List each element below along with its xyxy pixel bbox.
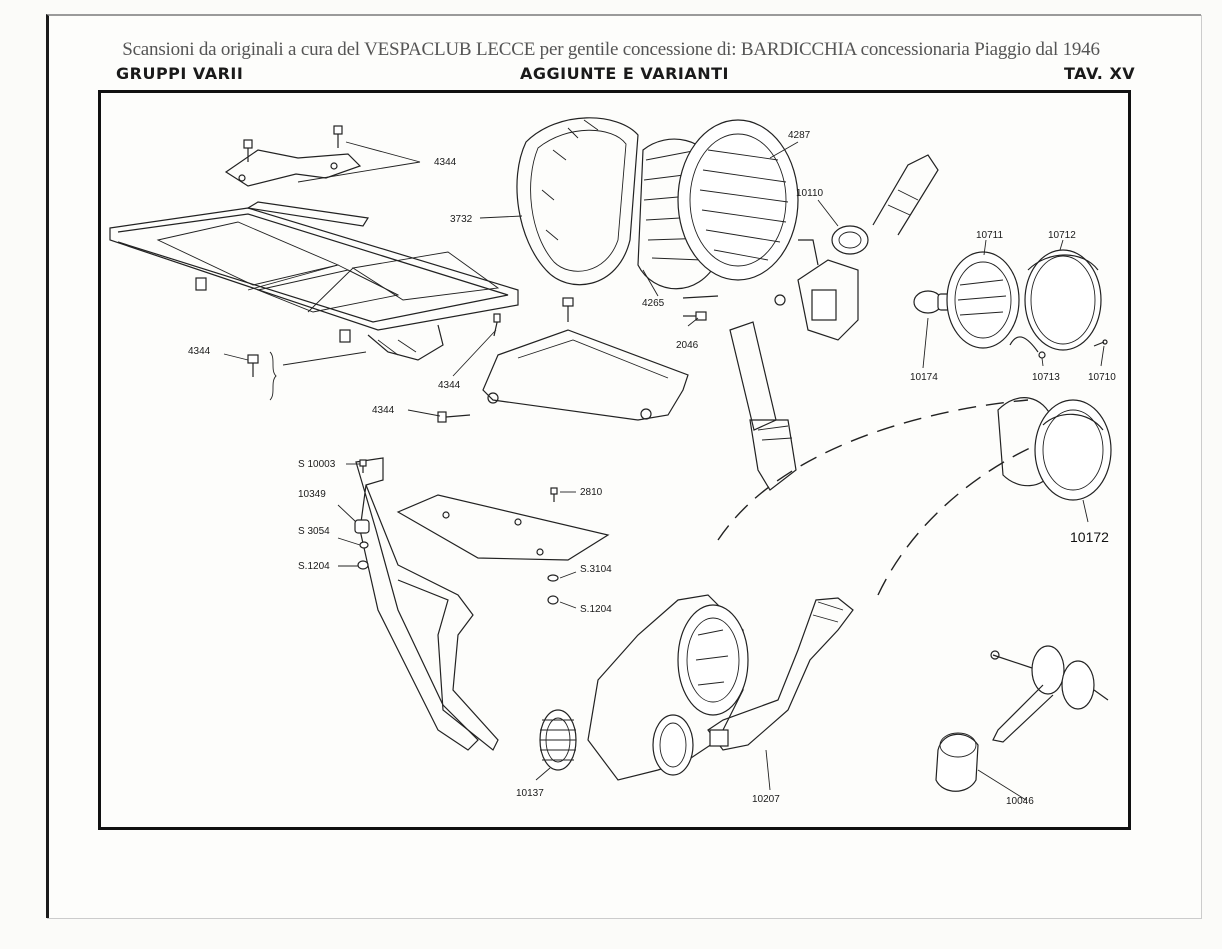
centre-stand — [355, 457, 499, 751]
callout-4344-left: 4344 — [188, 346, 211, 357]
rack-screw-top-1 — [243, 139, 253, 162]
exploded-parts-diagram: 4344 3732 4287 10110 4265 2046 10711 107… — [109, 117, 1116, 807]
callout-s3054: S 3054 — [298, 526, 330, 537]
callout-4344-top: 4344 — [434, 157, 457, 168]
air-filter-cap — [831, 225, 869, 255]
headlamp-rim-nut — [1038, 351, 1046, 359]
callout-10207: 10207 — [752, 794, 780, 805]
crankshaft — [990, 645, 1109, 743]
stand-nut-s1204-left — [357, 560, 369, 570]
rack-screw-top-2 — [333, 125, 343, 148]
plate-number: TAV. XV — [1064, 64, 1136, 83]
fan-cover-screw — [683, 311, 707, 321]
rack-support-plate — [482, 329, 689, 421]
callout-10137: 10137 — [516, 788, 544, 799]
callout-4265: 4265 — [642, 298, 665, 309]
fan-cowling-shroud — [516, 117, 639, 286]
rack-bracket-small — [224, 149, 362, 187]
carburettor — [774, 239, 859, 341]
rack-bolt-right — [562, 297, 574, 322]
catalog-sheet — [46, 14, 1201, 918]
callout-10172: 10172 — [1070, 529, 1109, 545]
callout-10349: 10349 — [298, 489, 326, 500]
callout-10712: 10712 — [1048, 230, 1076, 241]
headlamp-rim-screw — [1093, 339, 1108, 347]
group-title: GRUPPI VARII — [116, 64, 244, 83]
fan-cover-grille — [677, 119, 799, 281]
stand-spacer-10349 — [354, 519, 370, 534]
scan-credit-banner: Scansioni da originali a cura del VESPAC… — [122, 39, 1100, 60]
kickstart-gear-10137 — [539, 709, 577, 771]
callout-10110: 10110 — [796, 188, 824, 199]
callout-3732: 3732 — [450, 214, 473, 225]
magneto-flywheel-housing — [677, 604, 749, 716]
stand-nut-s1204-right — [547, 595, 559, 605]
callout-10710: 10710 — [1088, 372, 1116, 383]
stand-plate — [396, 494, 610, 561]
stand-bolt-2810 — [550, 487, 558, 502]
diagram-frame — [98, 90, 1131, 830]
legshield-outline — [717, 399, 1049, 596]
callout-10046: 10046 — [1006, 796, 1034, 807]
headlamp-retaining-spring — [1009, 336, 1039, 353]
stand-bolt-s10003 — [359, 459, 367, 473]
stand-washer-s3054 — [359, 541, 369, 549]
callout-10713: 10713 — [1032, 372, 1060, 383]
callout-s1204-right: S.1204 — [580, 604, 612, 615]
fan-retaining-clip — [682, 295, 719, 299]
callout-2046: 2046 — [676, 340, 699, 351]
headlamp-lens — [946, 251, 1020, 349]
rack-bolt-mid — [493, 313, 501, 337]
rack-bolt-lower — [437, 411, 471, 423]
callout-10174: 10174 — [910, 372, 938, 383]
intake-hose — [872, 154, 939, 236]
callout-s10003: S 10003 — [298, 459, 336, 470]
callout-10711: 10711 — [976, 230, 1004, 241]
headlamp-rim — [1024, 249, 1102, 351]
callout-4344-bolt: 4344 — [372, 405, 395, 416]
stand-washer-s3104 — [547, 574, 559, 582]
headlamp-housing-10172 — [997, 397, 1112, 501]
piston-bushing-10046 — [935, 732, 979, 792]
rack-bolt-left — [247, 354, 259, 377]
callout-2810: 2810 — [580, 487, 603, 498]
kickstart-lever-10207 — [707, 597, 854, 751]
callout-4344-mid: 4344 — [438, 380, 461, 391]
section-title: AGGIUNTE E VARIANTI — [520, 64, 729, 83]
callout-s1204-left: S.1204 — [298, 561, 330, 572]
leader-lines — [223, 141, 1105, 801]
callout-s3104: S.3104 — [580, 564, 612, 575]
steering-column — [729, 321, 797, 491]
rear-luggage-rack — [109, 201, 519, 361]
callout-4287: 4287 — [788, 130, 811, 141]
